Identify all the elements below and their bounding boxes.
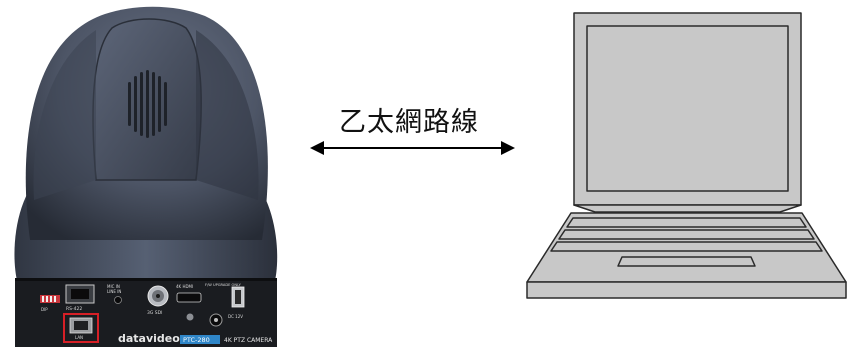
laptop-screen (586, 25, 789, 192)
tripod-screw (186, 313, 194, 321)
dc-power-jack: DC 12V (209, 313, 243, 327)
connection-label: 乙太網路線 (339, 107, 479, 138)
dc-label: DC 12V (228, 314, 243, 319)
dip-switch: DIP (40, 295, 60, 312)
hdmi-port: 4K HDMI (176, 284, 202, 303)
keyboard-row (550, 241, 823, 252)
ethernet-arrow (310, 141, 515, 155)
mic-in-label: MIC IN (107, 284, 120, 289)
line-in-label: LINE IN (107, 289, 121, 294)
usb-port: F/W UPGRADE ONLY (205, 283, 245, 308)
keyboard-row (566, 217, 807, 228)
mic-line-jack: MIC IN LINE IN (107, 284, 122, 304)
hdmi-label: 4K HDMI (176, 284, 193, 289)
ptz-camera: DIP RS-422 LAN MIC IN LINE IN 3G SDI (14, 6, 278, 347)
rs422-label: RS-422 (66, 306, 82, 312)
model-badge: PTC-280 (183, 336, 210, 344)
laptop-front-edge (526, 281, 847, 299)
laptop-hinge (573, 204, 802, 213)
lan-port: LAN (63, 313, 99, 343)
brand-logo: datavideo (118, 332, 180, 345)
usb-label: F/W UPGRADE ONLY (205, 283, 242, 287)
laptop (526, 12, 847, 299)
speaker-grille (128, 70, 167, 138)
keyboard-row (558, 229, 815, 240)
lan-label: LAN (75, 335, 83, 340)
product-label: 4K PTZ CAMERA (224, 337, 273, 344)
sdi-label: 3G SDI (147, 310, 162, 316)
camera-branding: datavideo PTC-280 4K PTZ CAMERA (118, 332, 273, 345)
laptop-trackpad (617, 256, 756, 267)
rs422-port: RS-422 (65, 284, 95, 312)
arrowhead-right (501, 141, 515, 155)
sdi-connector: 3G SDI (147, 285, 169, 316)
arrowhead-left (310, 141, 324, 155)
dip-switch-label: DIP (41, 307, 48, 312)
